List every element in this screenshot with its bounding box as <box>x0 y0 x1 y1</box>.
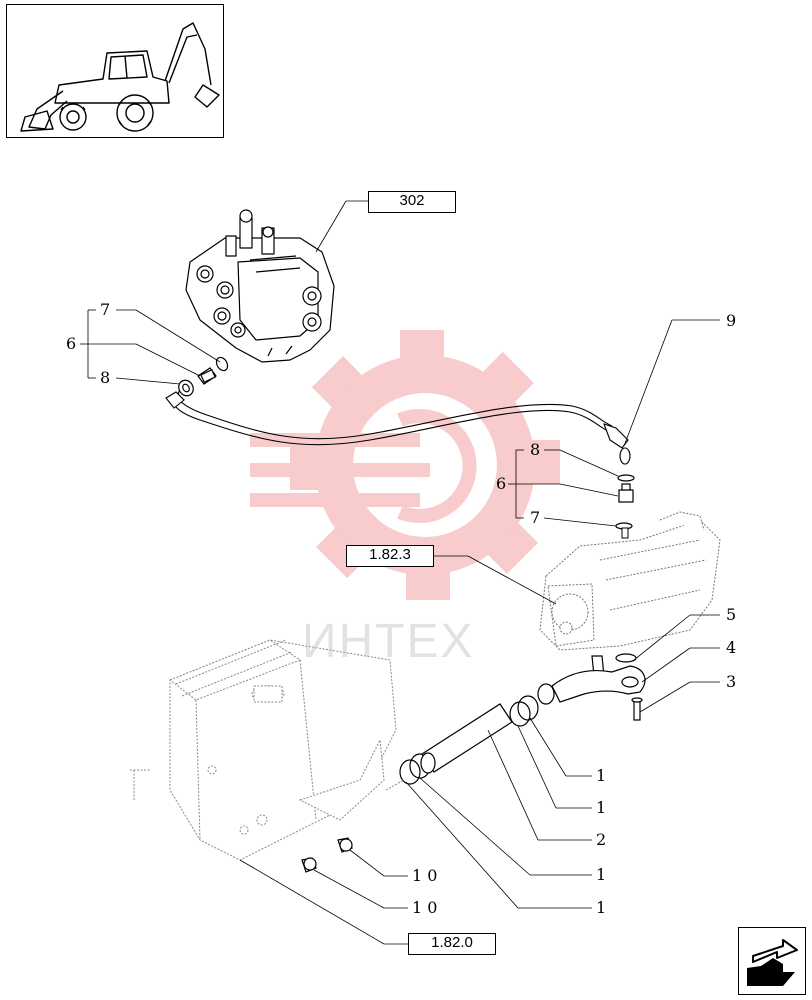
right-adapter-fitting <box>615 474 635 530</box>
callout-2: 2 <box>596 830 607 849</box>
control-valve <box>185 209 335 363</box>
watermark-gear-logo <box>250 330 560 600</box>
suction-hose <box>420 703 513 774</box>
callout-8-left: 8 <box>100 368 111 387</box>
callout-1-b: 1 <box>596 798 607 817</box>
callout-10-b: 1 0 <box>412 898 438 917</box>
callout-7-right: 7 <box>530 508 541 527</box>
callout-10-a: 1 0 <box>412 866 438 885</box>
watermark-text: ИНТЕХ <box>302 615 475 668</box>
callout-6-right: 6 <box>496 474 507 493</box>
next-page-button[interactable] <box>738 927 806 995</box>
callout-1-d: 1 <box>596 898 607 917</box>
ref-tank[interactable]: 1.82.0 <box>408 933 496 955</box>
backhoe-loader-icon <box>20 22 220 132</box>
callout-5: 5 <box>726 605 737 624</box>
callout-4: 4 <box>726 638 737 657</box>
next-page-arrow-icon <box>747 939 798 986</box>
callout-9: 9 <box>726 311 737 330</box>
callout-1-a: 1 <box>596 766 607 785</box>
callout-3: 3 <box>726 672 737 691</box>
hydraulic-hose <box>165 389 631 465</box>
leader-lines <box>80 200 720 945</box>
drain-plugs <box>301 837 353 873</box>
ref-pump[interactable]: 1.82.3 <box>346 545 434 567</box>
hydraulic-pump <box>539 511 721 651</box>
callout-8-right: 8 <box>530 440 541 459</box>
ref-control-valve[interactable]: 302 <box>368 191 456 213</box>
callout-1-c: 1 <box>596 865 607 884</box>
machine-thumbnail <box>6 4 224 138</box>
callout-7-left: 7 <box>100 300 111 319</box>
hydraulic-tank <box>130 639 405 861</box>
suction-elbow-flange <box>537 653 646 721</box>
callout-6-left: 6 <box>66 334 77 353</box>
left-adapter-fitting <box>178 356 229 397</box>
